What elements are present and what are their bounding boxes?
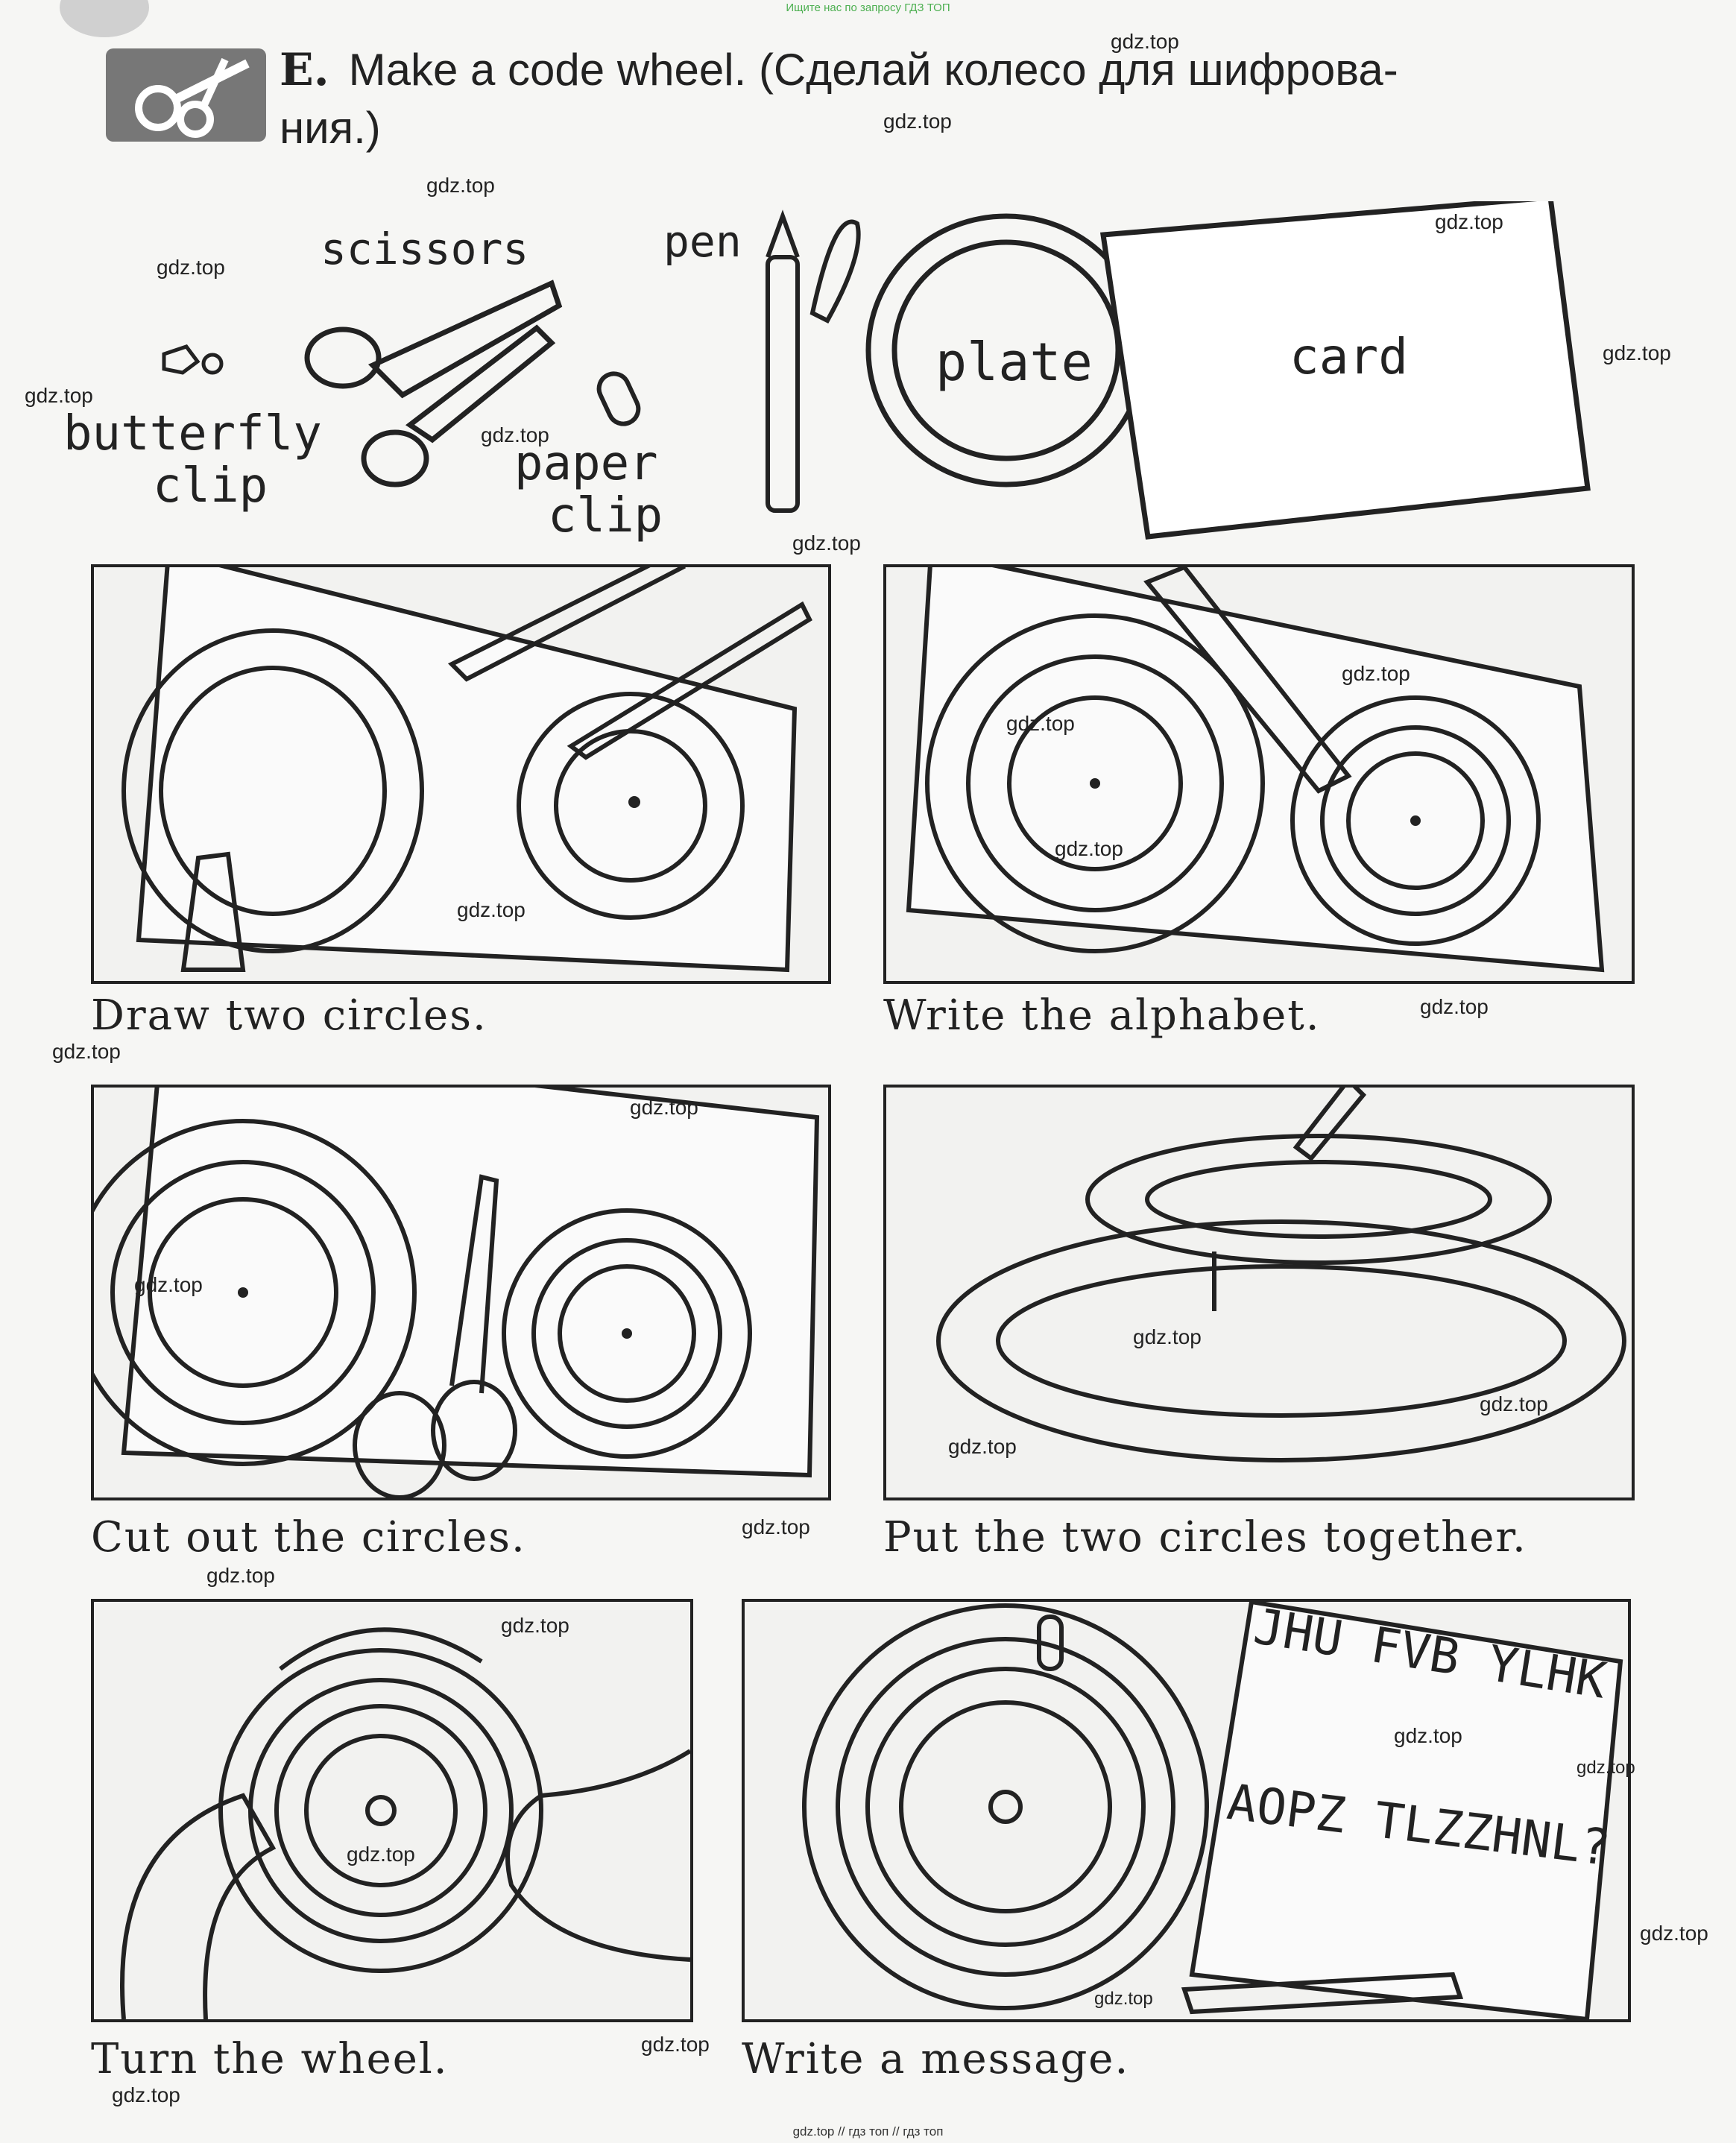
pen-icon xyxy=(766,209,861,513)
exercise-title-cont: ния.) xyxy=(280,103,381,153)
footer-links[interactable]: gdz.top // гдз топ // гдз топ xyxy=(792,2124,944,2139)
watermark: gdz.top xyxy=(1342,662,1410,685)
watermark: gdz.top xyxy=(1603,341,1671,364)
step-caption-2: Write the alphabet. xyxy=(883,991,1321,1040)
watermark: gdz.top xyxy=(1435,210,1503,233)
craft-icon-box xyxy=(106,48,266,142)
watermark: gdz.top xyxy=(457,898,525,921)
step-panel-write-alphabet xyxy=(883,549,1635,984)
step-panel-put-together xyxy=(883,1076,1635,1500)
watermark: gdz.top xyxy=(481,423,549,446)
exercise-heading: E. Make a code wheel. (Сделай колесо для … xyxy=(280,41,1644,157)
watermark: gdz.top xyxy=(630,1096,698,1119)
rotate-arrow-icon xyxy=(279,1627,483,1671)
label-plate: plate xyxy=(935,332,1093,393)
watermark: gdz.top xyxy=(1094,1989,1153,2009)
step-caption-3: Cut out the circles. xyxy=(91,1513,526,1562)
label-pen: pen xyxy=(663,216,742,267)
scissors-icon xyxy=(135,57,250,138)
watermark: gdz.top xyxy=(501,1614,569,1637)
watermark: gdz.top xyxy=(1394,1724,1462,1747)
watermark: gdz.top xyxy=(883,110,952,133)
exercise-title: Make a code wheel. (Сделай колесо для ши… xyxy=(348,45,1398,95)
step-caption-1: Draw two circles. xyxy=(91,991,487,1040)
label-butterfly: butterfly xyxy=(63,406,322,461)
watermark: gdz.top xyxy=(742,1515,810,1538)
step-panel-turn-wheel xyxy=(91,1599,693,2022)
watermark: gdz.top xyxy=(1420,995,1489,1018)
label-scissors: scissors xyxy=(321,224,529,274)
watermark: gdz.top xyxy=(1055,837,1123,860)
watermark: gdz.top xyxy=(1480,1392,1548,1415)
watermark: gdz.top xyxy=(948,1435,1017,1458)
corner-decoration xyxy=(60,0,149,37)
watermark: gdz.top xyxy=(347,1843,415,1866)
step-panel-draw-circles xyxy=(91,549,831,984)
watermark: gdz.top xyxy=(1576,1758,1635,1778)
watermark: gdz.top xyxy=(1640,1922,1708,1945)
label-butterfly-clip: clip xyxy=(153,458,268,514)
step-panel-cut-circles xyxy=(69,1040,831,1500)
watermark: gdz.top xyxy=(25,384,93,407)
watermark: gdz.top xyxy=(426,174,495,197)
watermark: gdz.top xyxy=(641,2033,710,2056)
watermark: gdz.top xyxy=(206,1564,275,1587)
watermark: gdz.top xyxy=(792,531,861,555)
watermark: gdz.top xyxy=(1006,712,1075,735)
watermark: gdz.top xyxy=(112,2083,180,2106)
paper-clip-icon xyxy=(596,371,641,426)
materials-illustration xyxy=(162,201,1591,540)
pen-icon xyxy=(1181,1972,1464,2015)
label-paper-clip: clip xyxy=(548,488,663,543)
watermark: gdz.top xyxy=(1111,30,1179,53)
label-card: card xyxy=(1290,328,1408,385)
step-caption-4: Put the two circles together. xyxy=(883,1513,1527,1562)
exercise-letter: E. xyxy=(280,44,329,96)
scissors-drawing-icon xyxy=(304,280,563,487)
watermark: gdz.top xyxy=(134,1273,203,1296)
step-caption-6: Write a message. xyxy=(742,2035,1130,2083)
butterfly-clip-icon xyxy=(162,344,224,375)
label-paper: paper xyxy=(514,436,658,491)
step-caption-5: Turn the wheel. xyxy=(91,2035,449,2083)
top-banner[interactable]: Ищите нас по запросу ГДЗ ТОП xyxy=(786,1,950,14)
watermark: gdz.top xyxy=(52,1040,121,1063)
watermark: gdz.top xyxy=(157,256,225,279)
watermark: gdz.top xyxy=(1133,1325,1202,1348)
card-icon xyxy=(1099,201,1591,540)
paper-clip-icon xyxy=(1037,1615,1064,1671)
step-panel-write-message xyxy=(742,1599,1631,2022)
